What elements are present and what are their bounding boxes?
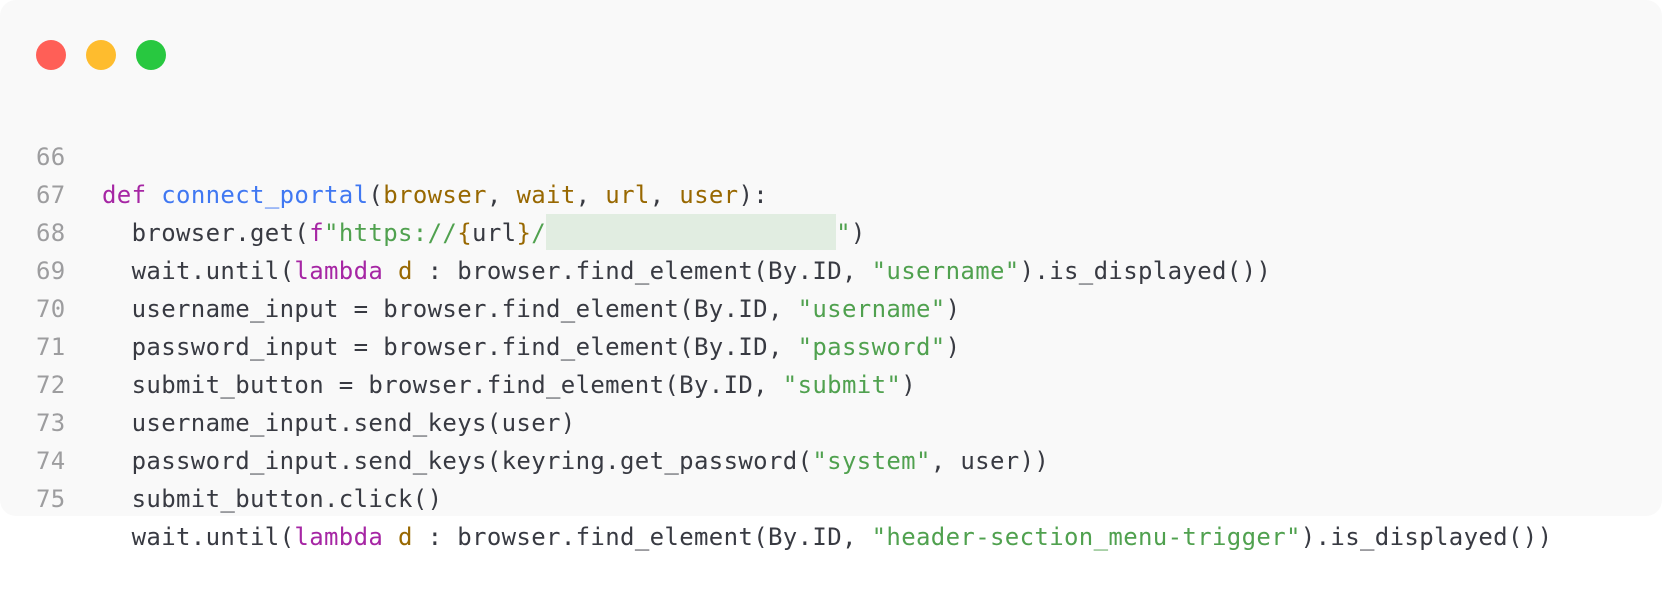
line-content: username_input.send_keys(user) — [131, 409, 576, 437]
line-content: submit_button = browser.find_element(By.… — [131, 371, 916, 399]
window-controls — [36, 40, 166, 70]
line-number: 67 — [36, 181, 66, 209]
code-line: 70 password_input = browser.find_element… — [0, 252, 1662, 361]
code-line: 75 wait.until(lambda d : browser.find_el… — [0, 442, 1662, 551]
code-line: 73 password_input.send_keys(keyring.get_… — [0, 366, 1662, 475]
line-number: 69 — [36, 257, 66, 285]
line-content: browser.get(f"https://{url}/") — [102, 214, 866, 252]
code-line: 71 submit_button = browser.find_element(… — [0, 290, 1662, 399]
line-number: 71 — [36, 333, 66, 361]
code-block: 66 def connect_portal(browser, wait, url… — [0, 100, 1662, 551]
line-number: 70 — [36, 295, 66, 323]
zoom-dot-icon[interactable] — [136, 40, 166, 70]
line-content: wait.until(lambda d : browser.find_eleme… — [131, 257, 1272, 285]
code-line: 74 submit_button.click() — [0, 404, 1662, 513]
line-number: 72 — [36, 371, 66, 399]
line-content: username_input = browser.find_element(By… — [131, 295, 961, 323]
code-window: 66 def connect_portal(browser, wait, url… — [0, 40, 1662, 551]
code-line: 66 def connect_portal(browser, wait, url… — [0, 100, 1662, 209]
line-number: 68 — [36, 219, 66, 247]
line-content: password_input.send_keys(keyring.get_pas… — [131, 447, 1050, 475]
minimize-dot-icon[interactable] — [86, 40, 116, 70]
line-number: 73 — [36, 409, 66, 437]
line-content: password_input = browser.find_element(By… — [131, 333, 961, 361]
redacted-url-block — [546, 214, 837, 250]
line-number: 74 — [36, 447, 66, 475]
close-dot-icon[interactable] — [36, 40, 66, 70]
line-number: 75 — [36, 485, 66, 513]
line-content: wait.until(lambda d : browser.find_eleme… — [131, 523, 1553, 551]
code-line: 69 username_input = browser.find_element… — [0, 214, 1662, 323]
line-content: def connect_portal(browser, wait, url, u… — [102, 181, 769, 209]
code-line: 67 browser.get(f"https://{url}/") — [0, 138, 1662, 250]
code-line: 72 username_input.send_keys(user) — [0, 328, 1662, 437]
code-line: 68 wait.until(lambda d : browser.find_el… — [0, 176, 1662, 285]
line-number: 66 — [36, 143, 66, 171]
line-content: submit_button.click() — [131, 485, 443, 513]
